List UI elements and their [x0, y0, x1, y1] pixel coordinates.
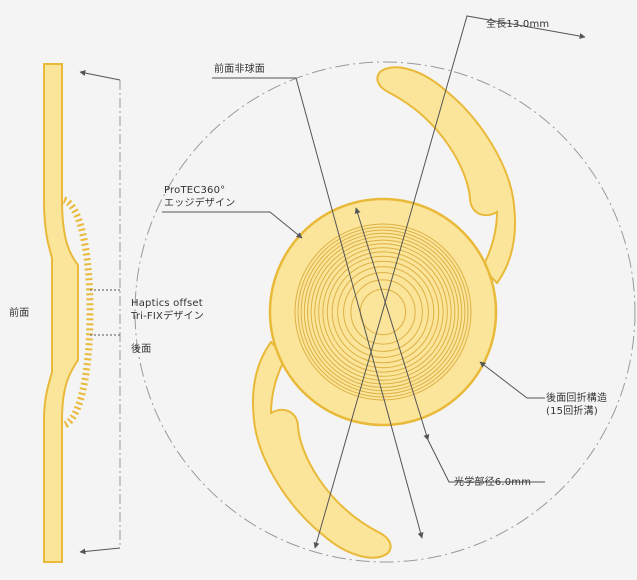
side-optic-posterior: [62, 196, 94, 429]
optic-diameter-leader: [427, 439, 545, 483]
diffractive-leader: [479, 361, 545, 399]
side-dimension-top: [79, 70, 121, 81]
haptics-label-line1: Haptics offset: [131, 298, 203, 309]
diffractive-label-line1: 後面回折構造: [546, 393, 608, 404]
side-dimension-bottom: [79, 547, 121, 555]
anterior-aspheric-label: 前面非球面: [214, 64, 265, 75]
optic-diameter-line: [354, 207, 430, 441]
diffractive-label-line2: (15回折溝): [546, 406, 598, 417]
edge-design-label-line2: エッジデザイン: [164, 198, 236, 209]
posterior-label: 後面: [131, 344, 152, 355]
side-profile: [43, 63, 79, 563]
optic-diameter-label: 光学部径6.0mm: [454, 477, 532, 488]
edge-design-label-line1: ProTEC360°: [164, 185, 226, 196]
haptics-label-line2: Tri-FIXデザイン: [131, 311, 204, 322]
edge-design-leader: [162, 211, 303, 239]
overall-length-label: 全長13.0mm: [486, 19, 550, 30]
anterior-label: 前面: [9, 308, 30, 319]
